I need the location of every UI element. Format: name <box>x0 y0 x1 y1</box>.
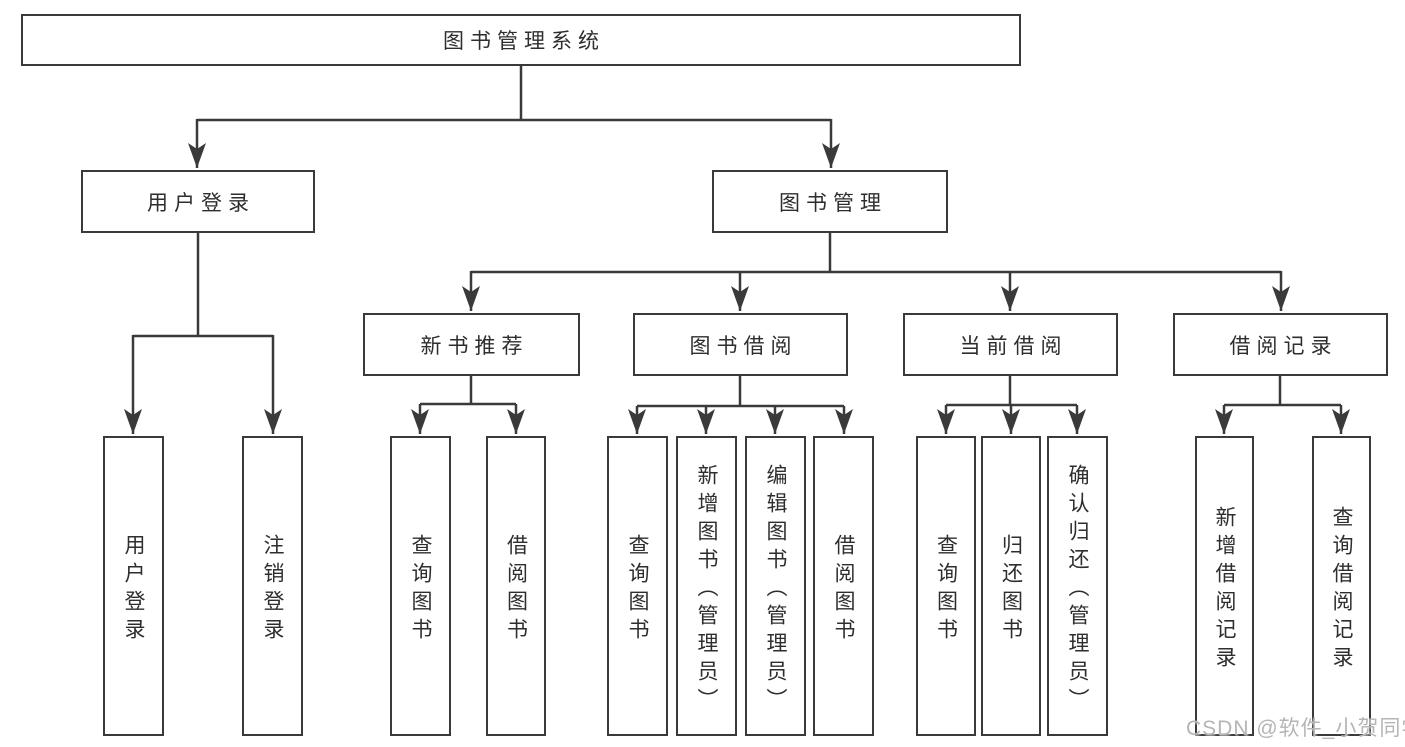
node-label: 借阅图书 <box>504 533 528 646</box>
leaf-return-book: 归还图书 <box>981 436 1041 736</box>
node-label: 注销登录 <box>261 533 284 646</box>
node-label: 借阅记录 <box>1229 334 1338 358</box>
node-root: 图书管理系统 <box>21 14 1021 66</box>
node-label: 查询图书 <box>626 533 649 646</box>
connector-borrow-records-split <box>1224 376 1341 407</box>
node-label: 新书推荐 <box>420 334 529 358</box>
node-book-management: 图书管理 <box>712 170 948 233</box>
connector-book-borrow-split <box>637 376 844 408</box>
connector-user-login-split <box>133 233 273 338</box>
node-label: 查询图书 <box>409 533 432 646</box>
node-label: 编辑图书（管理员） <box>764 463 787 716</box>
connector-new-book-split <box>420 376 516 406</box>
node-label: 借阅图书 <box>832 533 855 646</box>
node-label: 用户登录 <box>147 191 255 215</box>
leaf-edit-book-admin: 编辑图书（管理员） <box>745 436 806 736</box>
node-label: 新增图书（管理员） <box>695 463 718 716</box>
leaf-query-borrow-record: 查询借阅记录 <box>1312 436 1371 736</box>
node-label: 查询图书 <box>934 533 958 646</box>
node-new-book-recommend: 新书推荐 <box>363 313 580 376</box>
leaf-query-books-recommend: 查询图书 <box>390 436 451 736</box>
leaf-logout: 注销登录 <box>242 436 303 736</box>
node-label: 查询借阅记录 <box>1330 505 1353 674</box>
leaf-query-books-current: 查询图书 <box>916 436 976 736</box>
connector-book-management-split <box>471 233 1281 274</box>
leaf-add-borrow-record: 新增借阅记录 <box>1195 436 1254 736</box>
node-label: 图书管理 <box>779 191 887 215</box>
node-label: 归还图书 <box>999 533 1023 646</box>
watermark: CSDN @软件_小贺同学 <box>1186 717 1405 740</box>
node-label: 确认归还（管理员） <box>1066 463 1089 716</box>
leaf-confirm-return-admin: 确认归还（管理员） <box>1047 436 1108 736</box>
node-user-login: 用户登录 <box>81 170 315 233</box>
leaf-borrow-books-recommend: 借阅图书 <box>486 436 546 736</box>
leaf-add-book-admin: 新增图书（管理员） <box>676 436 737 736</box>
node-current-borrow: 当前借阅 <box>903 313 1118 376</box>
connector-root-split <box>197 66 831 122</box>
node-borrow-records: 借阅记录 <box>1173 313 1388 376</box>
node-label: 用户登录 <box>122 533 145 646</box>
node-book-borrow: 图书借阅 <box>633 313 848 376</box>
connector-current-borrow-split <box>946 376 1077 407</box>
node-label: 新增借阅记录 <box>1213 505 1236 674</box>
node-label: 图书管理系统 <box>443 30 605 53</box>
node-label: 当前借阅 <box>959 334 1068 358</box>
leaf-user-login: 用户登录 <box>103 436 164 736</box>
leaf-borrow-books: 借阅图书 <box>813 436 874 736</box>
leaf-query-books-borrow: 查询图书 <box>607 436 668 736</box>
node-label: 图书借阅 <box>689 334 798 358</box>
